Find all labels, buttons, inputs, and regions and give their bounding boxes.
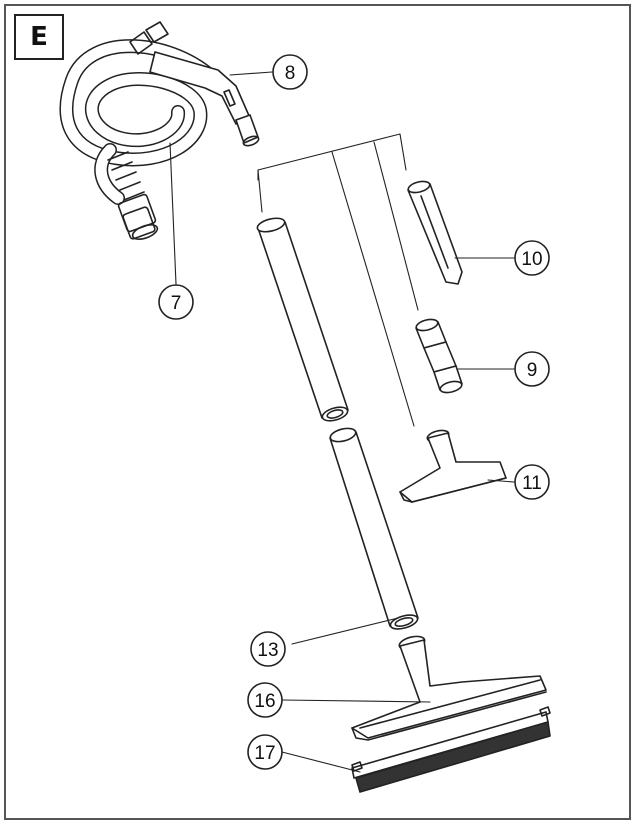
crevice-tool-drawing (407, 180, 463, 285)
svg-text:13: 13 (257, 640, 278, 661)
extension-tubes-drawing (256, 217, 419, 630)
callout-8: 8 (272, 54, 308, 90)
adapter-drawing (415, 318, 463, 394)
floor-nozzle-drawing (351, 635, 547, 741)
svg-text:9: 9 (527, 360, 538, 381)
callout-9: 9 (514, 351, 550, 387)
callout-11: 11 (514, 464, 550, 500)
svg-text:7: 7 (171, 293, 182, 314)
svg-text:11: 11 (522, 473, 542, 494)
callout-13: 13 (250, 631, 286, 667)
callout-17: 17 (247, 734, 283, 770)
hose-drawing (59, 21, 260, 240)
svg-text:10: 10 (521, 249, 542, 270)
panel-label: E (14, 14, 64, 60)
svg-text:16: 16 (254, 691, 275, 712)
callout-16: 16 (247, 682, 283, 718)
callout-10: 10 (514, 240, 550, 276)
svg-text:8: 8 (285, 63, 296, 84)
grouping-lines (257, 133, 419, 427)
callout-7: 7 (158, 284, 194, 320)
leader-lines (169, 71, 515, 773)
squeegee-strip-drawing (351, 706, 551, 793)
panel-letter: E (30, 22, 48, 52)
svg-text:17: 17 (254, 743, 275, 764)
upholstery-nozzle-drawing (399, 429, 507, 503)
